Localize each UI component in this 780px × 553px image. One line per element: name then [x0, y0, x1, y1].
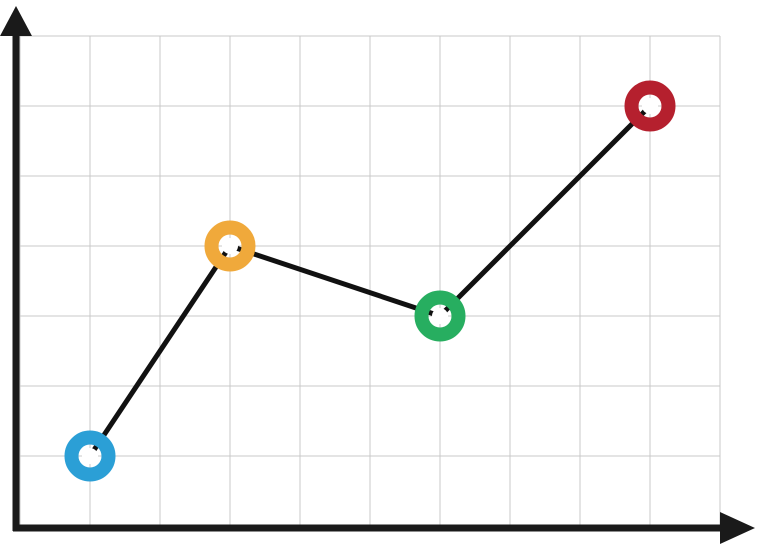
x-axis-arrow-icon	[720, 512, 755, 544]
data-point-center	[432, 308, 448, 324]
data-point-center	[82, 448, 98, 464]
grid	[20, 36, 720, 526]
data-point-center	[222, 238, 238, 254]
y-axis-arrow-icon	[0, 6, 32, 36]
data-point-center	[642, 98, 658, 114]
